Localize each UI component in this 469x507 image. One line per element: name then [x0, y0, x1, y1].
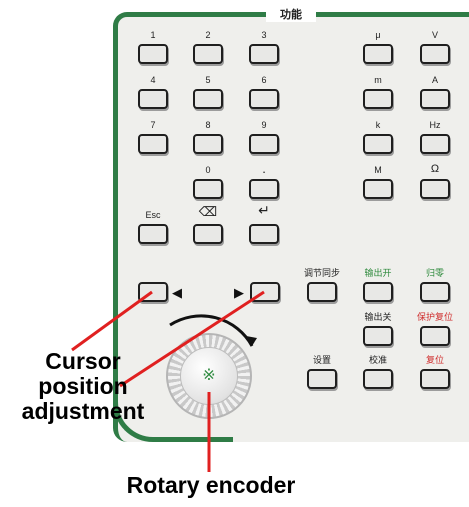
key-enter[interactable] [249, 224, 279, 244]
key-label-settings: 设置 [312, 355, 331, 365]
right-arrow-icon: ▶ [234, 285, 244, 300]
key-label-0: 0 [205, 165, 211, 175]
key-dot[interactable] [249, 179, 279, 199]
key-label-reset: 复位 [425, 355, 444, 365]
encoder-callout: Rotary encoder [126, 472, 296, 498]
key-5[interactable] [193, 89, 223, 109]
key-zero[interactable] [420, 282, 450, 302]
key-k[interactable] [363, 134, 393, 154]
key-6[interactable] [249, 89, 279, 109]
key-ohm[interactable] [420, 179, 450, 199]
key-label-output-on: 输出开 [364, 268, 392, 278]
key-label-8: 8 [205, 120, 211, 130]
key-label-7: 7 [150, 120, 156, 130]
rotation-arrow-icon [246, 336, 257, 346]
key-label-v: V [431, 30, 438, 40]
key-a[interactable] [420, 89, 450, 109]
key-label-mu: μ [375, 30, 381, 40]
encoder-logo-icon: ※ [202, 367, 216, 384]
key-9[interactable] [249, 134, 279, 154]
key-label-4: 4 [150, 75, 156, 85]
key-hz[interactable] [420, 134, 450, 154]
key-label-output-off: 输出关 [364, 312, 392, 322]
key-protect-reset[interactable] [420, 326, 450, 346]
key-mu[interactable] [363, 44, 393, 64]
key-label-dot: . [262, 161, 266, 176]
key-7[interactable] [138, 134, 168, 154]
key-label-a: A [431, 75, 438, 85]
key-esc[interactable] [138, 224, 168, 244]
key-settings[interactable] [307, 369, 337, 389]
panel-bottom-edge [113, 390, 233, 442]
key-0[interactable] [193, 179, 223, 199]
key-label-calibrate: 校准 [368, 355, 387, 365]
cursor-callout-line-1: Cursor [45, 348, 121, 374]
cursor-callout-line-3: adjustment [21, 398, 145, 424]
key-label-m-upper: M [374, 165, 382, 175]
backspace-icon: ⌫ [198, 204, 218, 219]
enter-icon: ↵ [258, 202, 270, 218]
key-label-1: 1 [150, 30, 156, 40]
key-m[interactable] [363, 89, 393, 109]
key-label-zero: 归零 [425, 268, 444, 278]
key-reset[interactable] [420, 369, 450, 389]
key-label-k: k [375, 120, 381, 130]
key-output-on[interactable] [363, 282, 393, 302]
panel-title: 功能 [280, 9, 302, 21]
key-m-upper[interactable] [363, 179, 393, 199]
key-3[interactable] [249, 44, 279, 64]
key-calibrate[interactable] [363, 369, 393, 389]
key-label-2: 2 [205, 30, 211, 40]
key-backspace[interactable] [193, 224, 223, 244]
key-adjust-sync[interactable] [307, 282, 337, 302]
cursor-callout-line-right [119, 290, 265, 388]
key-label-protect-reset: 保护复位 [416, 312, 453, 322]
key-label-ohm: Ω [430, 163, 440, 175]
key-label-6: 6 [261, 75, 267, 85]
key-8[interactable] [193, 134, 223, 154]
key-label-m: m [374, 75, 382, 85]
key-2[interactable] [193, 44, 223, 64]
key-label-3: 3 [261, 30, 267, 40]
cursor-callout-line-2: position [38, 373, 128, 399]
key-label-esc: Esc [145, 210, 161, 220]
key-1[interactable] [138, 44, 168, 64]
key-label-9: 9 [261, 120, 267, 130]
key-v[interactable] [420, 44, 450, 64]
left-arrow-icon: ◀ [172, 285, 182, 300]
key-output-off[interactable] [363, 326, 393, 346]
key-label-adjust-sync: 调节同步 [303, 268, 340, 278]
rotation-arc [169, 314, 254, 347]
panel-title-gap [266, 6, 316, 22]
key-label-hz: Hz [429, 120, 441, 130]
key-label-5: 5 [205, 75, 211, 85]
key-4[interactable] [138, 89, 168, 109]
cursor-callout-line-left [71, 290, 153, 352]
